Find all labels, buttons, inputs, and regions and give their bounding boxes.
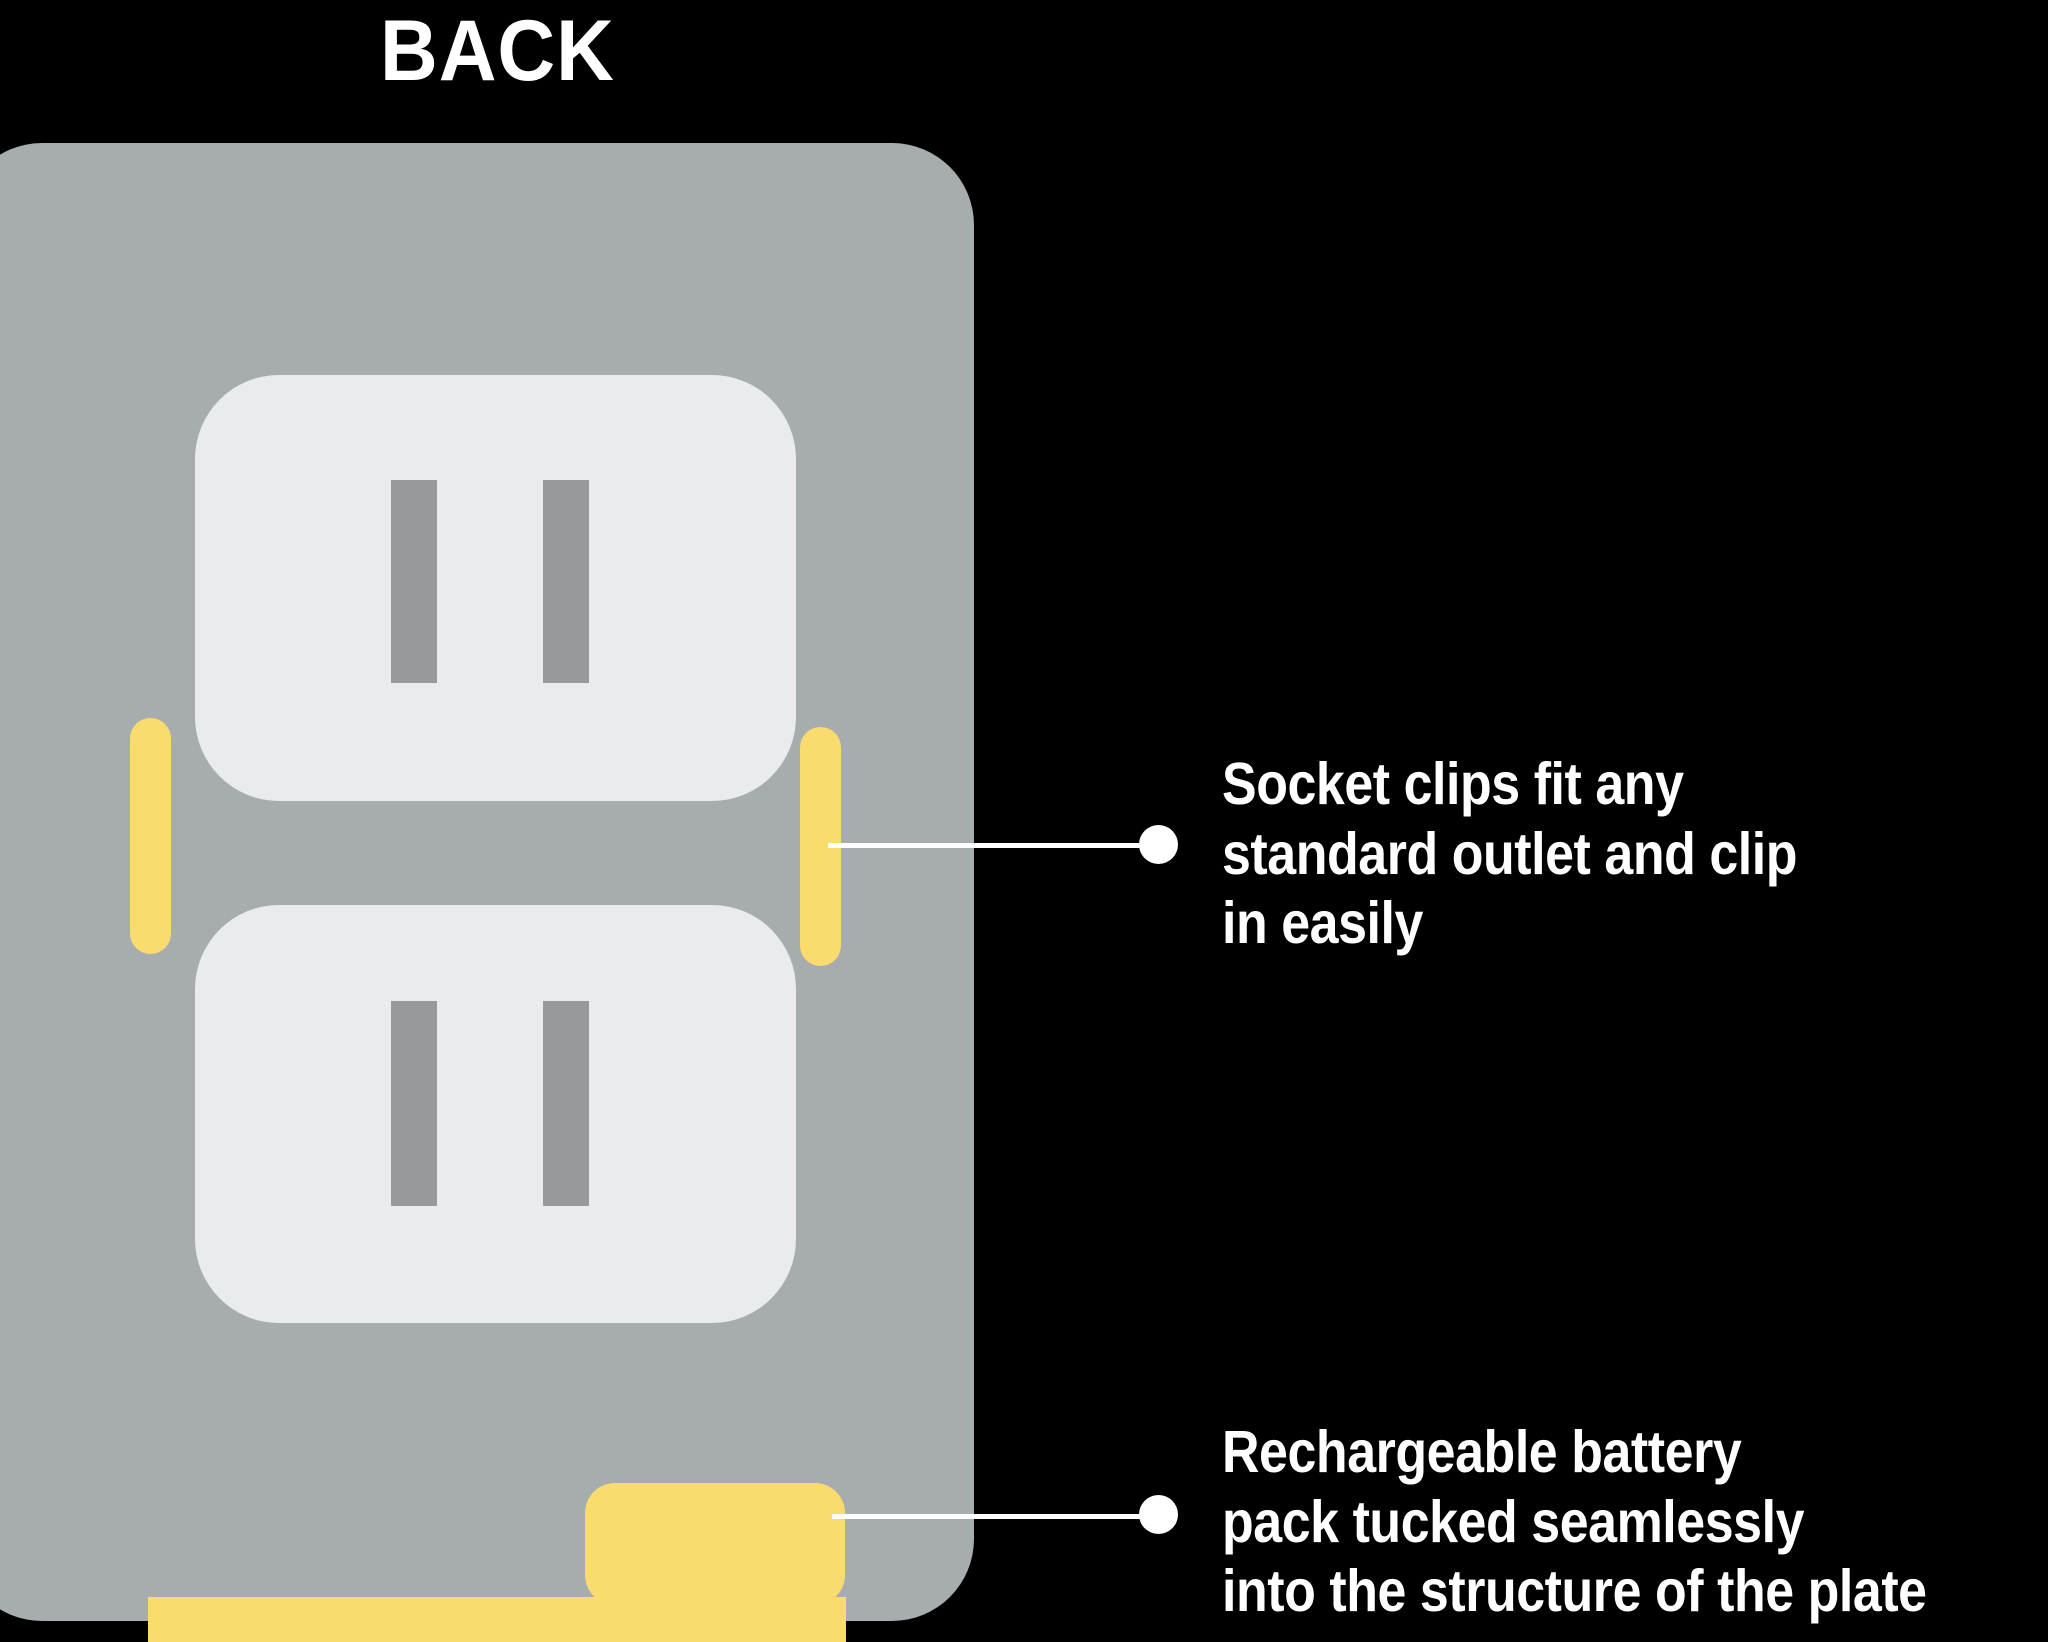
battery-pack bbox=[585, 1483, 845, 1605]
socket-bottom-slot-right-icon bbox=[543, 1001, 589, 1206]
socket-top-slot-right-icon bbox=[543, 480, 589, 683]
socket-top bbox=[195, 375, 796, 801]
socket-bottom-slot-left-icon bbox=[391, 1001, 437, 1206]
callout-text-socket-clips: Socket clips fit any standard outlet and… bbox=[1222, 751, 1798, 957]
socket-bottom bbox=[195, 905, 796, 1323]
socket-top-slot-left-icon bbox=[391, 480, 437, 683]
page-title: BACK bbox=[380, 3, 615, 99]
callout-dot-socket-clips bbox=[1139, 825, 1178, 864]
callout-leader-line-battery-pack bbox=[832, 1514, 1144, 1519]
callout-dot-battery-pack bbox=[1139, 1495, 1178, 1534]
callout-leader-line-socket-clips bbox=[828, 843, 1143, 848]
battery-edge-strip bbox=[148, 1597, 846, 1642]
callout-text-battery-pack: Rechargeable battery pack tucked seamles… bbox=[1222, 1419, 1927, 1625]
socket-clip-left bbox=[130, 718, 171, 954]
